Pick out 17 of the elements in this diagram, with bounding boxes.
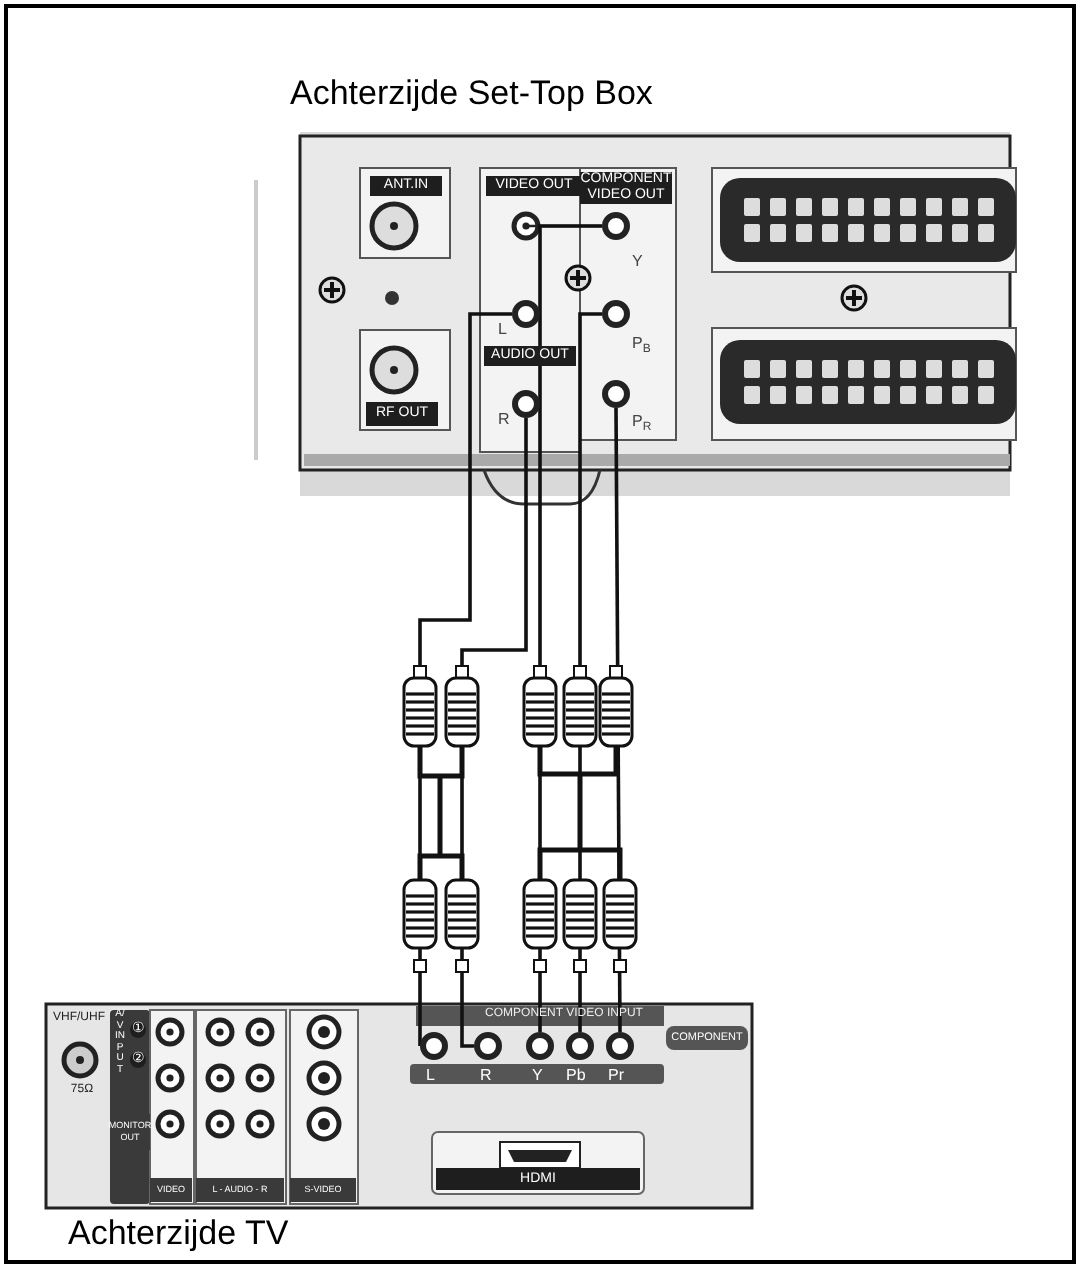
jack-label: L <box>426 1066 435 1084</box>
jack-label: R <box>480 1066 492 1084</box>
jack-label: Pr <box>608 1066 624 1084</box>
jack-label: P$_{B}$ <box>632 334 651 352</box>
caption-label: Achterzijde Set-Top Box <box>290 72 655 116</box>
cable-line <box>538 224 602 1032</box>
cable-line <box>460 418 528 1048</box>
caption-label: Achterzijde TV <box>68 1212 291 1256</box>
jack-label: L <box>498 320 507 338</box>
cable-line <box>578 312 602 1032</box>
jack-label: Y <box>532 1066 543 1084</box>
jack-label: P$_{R}$ <box>632 412 652 430</box>
jack-label: Y <box>632 252 643 270</box>
cable-line <box>614 408 622 1032</box>
jack-label: R <box>498 410 510 428</box>
cable-line <box>418 312 512 1048</box>
jack-label: Pb <box>566 1066 586 1084</box>
